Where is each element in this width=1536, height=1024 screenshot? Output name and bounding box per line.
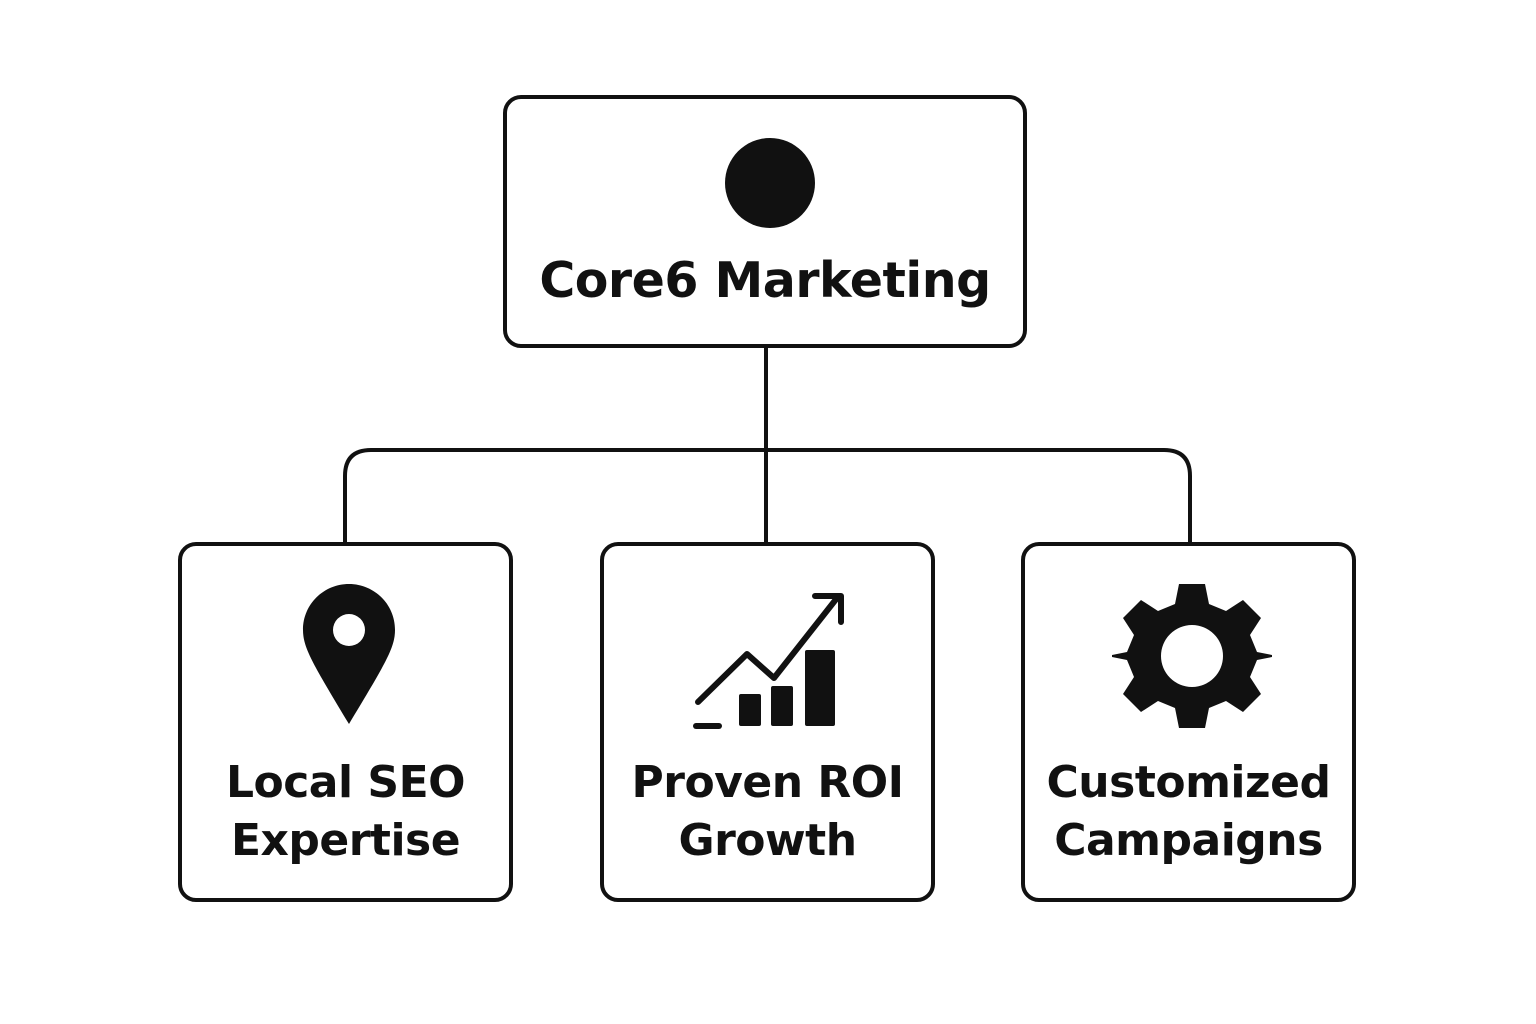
growth-bar-3 (805, 650, 835, 726)
growth-chart-icon (693, 593, 844, 729)
label-line-1: Local SEO (225, 757, 466, 808)
node-local-seo: Local SEO Expertise (178, 542, 513, 902)
node-label-customized-campaigns: Customized Campaigns (1025, 754, 1352, 870)
label-line-2: Growth (678, 815, 857, 866)
circle-icon (725, 138, 815, 228)
node-proven-roi: Proven ROI Growth (600, 542, 935, 902)
label-line-2: Expertise (230, 815, 461, 866)
growth-arrow-head (812, 593, 844, 625)
gear-icon (1112, 584, 1272, 728)
root-title: Core6 Marketing (539, 252, 991, 309)
growth-bar-2 (771, 686, 793, 726)
label-line-1: Proven ROI (631, 757, 905, 808)
node-customized-campaigns: Customized Campaigns (1021, 542, 1356, 902)
root-node: Core6 Marketing (503, 95, 1027, 348)
label-line-1: Customized (1046, 757, 1331, 808)
growth-trend-line (695, 595, 840, 705)
node-label-local-seo: Local SEO Expertise (182, 754, 509, 870)
connector-horizontal-bar (343, 448, 1192, 544)
label-line-2: Campaigns (1054, 815, 1323, 866)
growth-bar-1 (739, 694, 761, 726)
node-label-proven-roi: Proven ROI Growth (604, 754, 931, 870)
map-pin-icon (303, 584, 395, 724)
